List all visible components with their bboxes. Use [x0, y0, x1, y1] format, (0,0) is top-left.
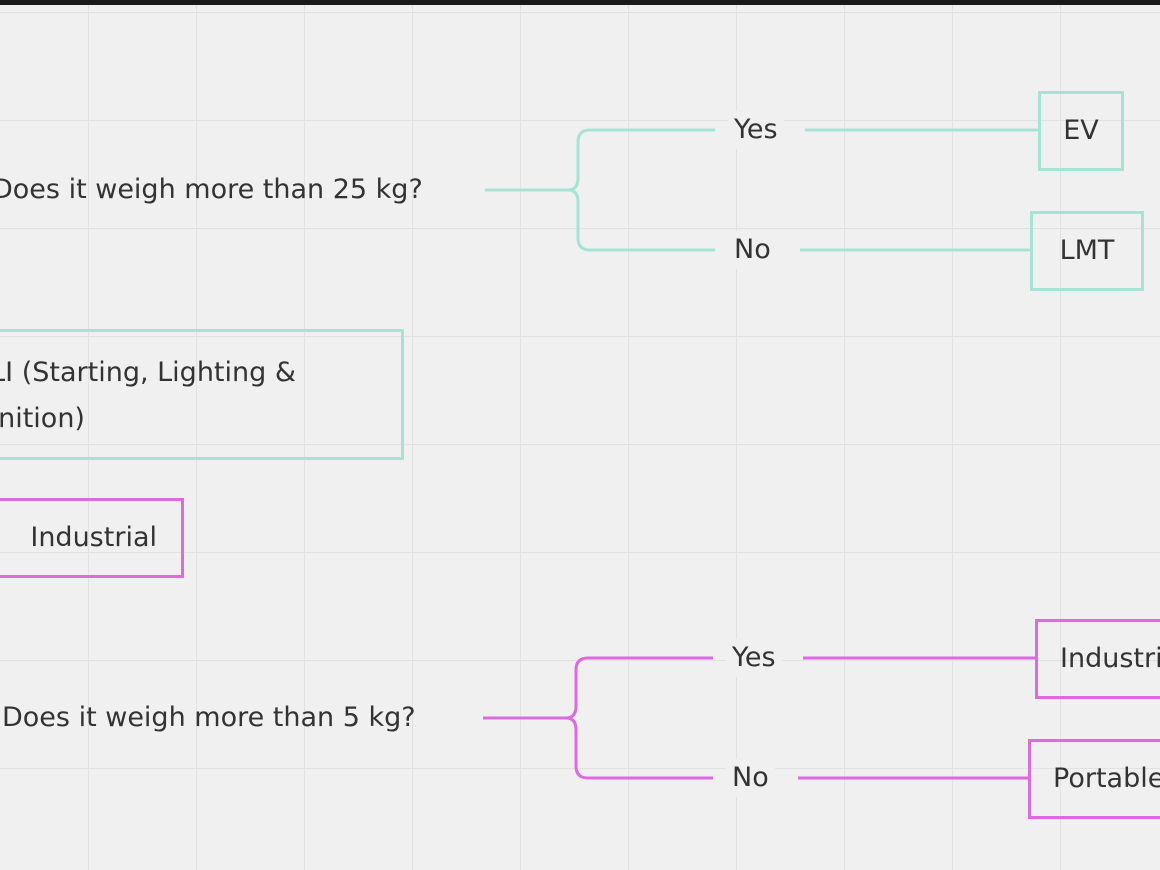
teal-yes-label-text: Yes — [734, 114, 778, 145]
weight-question-25kg[interactable]: Does it weigh more than 25 kg? — [0, 171, 423, 209]
pink-no-label[interactable]: No — [726, 759, 775, 797]
pink-yes-label-text: Yes — [732, 642, 776, 673]
teal-connectors — [485, 128, 1040, 252]
top-edge-bar — [0, 0, 1160, 5]
portable-result-box[interactable]: Portable — [1028, 739, 1160, 819]
lmt-result-text: LMT — [1059, 235, 1115, 266]
teal-bracket-connector — [567, 128, 591, 252]
sli-category-box[interactable]: SLI (Starting, Lighting & Ignition) — [0, 329, 404, 460]
pink-bracket-connector — [565, 656, 589, 780]
ev-result-box[interactable]: EV — [1038, 91, 1124, 171]
weight-question-25kg-text: Does it weigh more than 25 kg? — [0, 174, 423, 205]
teal-yes-label[interactable]: Yes — [728, 111, 784, 149]
weight-question-5kg-text: Does it weigh more than 5 kg? — [2, 702, 416, 733]
teal-no-label-text: No — [734, 234, 771, 265]
portable-result-text: Portable — [1053, 763, 1160, 794]
industrial-category-box[interactable]: Industrial — [0, 498, 184, 578]
weight-question-5kg[interactable]: Does it weigh more than 5 kg? — [2, 699, 416, 737]
teal-no-label[interactable]: No — [728, 231, 777, 269]
lmt-result-box[interactable]: LMT — [1030, 211, 1144, 291]
pink-connectors — [483, 656, 1037, 780]
industrial-result-text: Industrial — [1060, 643, 1160, 674]
sli-category-text: SLI (Starting, Lighting & Ignition) — [0, 357, 296, 434]
ev-result-text: EV — [1063, 115, 1099, 146]
pink-no-label-text: No — [732, 762, 769, 793]
pink-yes-label[interactable]: Yes — [726, 639, 782, 677]
industrial-category-text: Industrial — [30, 522, 157, 553]
industrial-result-box[interactable]: Industrial — [1035, 619, 1160, 699]
